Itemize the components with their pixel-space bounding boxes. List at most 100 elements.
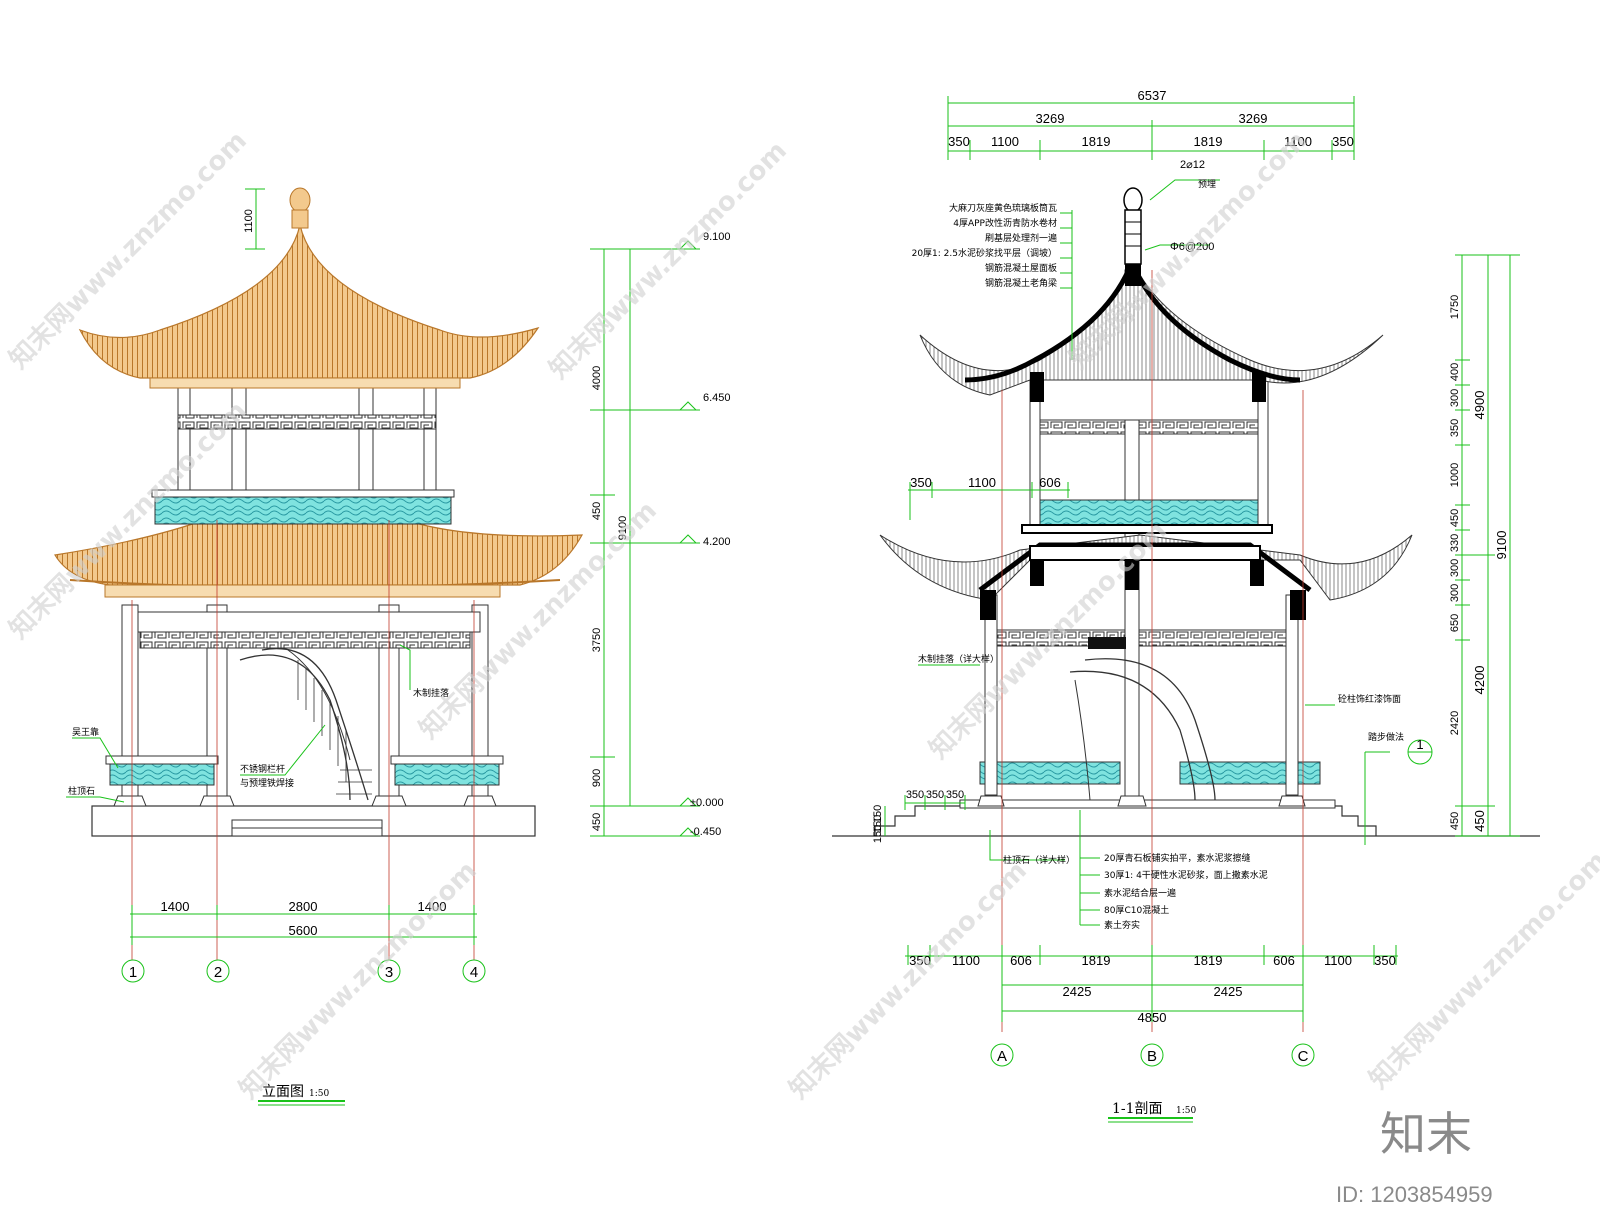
step-h-3: 150	[872, 825, 884, 843]
sec-r-dim-2: 400	[1449, 363, 1461, 381]
level-ground: -0.450	[690, 826, 721, 838]
elevation-dimensions	[66, 188, 700, 1106]
dim-lower-storey: 3750	[591, 628, 603, 652]
sec-r-dim-9: 300	[1449, 584, 1461, 602]
step-dim-2: 350	[926, 789, 944, 801]
sec-r-group-plinth: 450	[1472, 810, 1487, 832]
roof-note-1: 大麻刀灰座黄色琉璃板筒瓦	[949, 202, 1057, 214]
roof-note-4: 20厚1: 2.5水泥砂浆找平层（调坡）	[912, 247, 1057, 259]
brand-logo: 知末	[1380, 1107, 1472, 1161]
sec-r-dim-6: 450	[1449, 509, 1461, 527]
sec-dim-top-3: 1819	[1082, 134, 1111, 149]
dim-bay-3: 1400	[418, 899, 447, 914]
sec-r-dim-8: 300	[1449, 559, 1461, 577]
sec-b-dim-7: 1100	[1324, 953, 1352, 968]
axis-C: C	[1298, 1048, 1309, 1065]
step-dim-3: 350	[946, 789, 964, 801]
sec-mid-dim-3: 606	[1039, 475, 1061, 490]
roof-note-5: 钢筋混凝土屋面板	[985, 262, 1057, 274]
axis-A: A	[997, 1048, 1007, 1065]
dim-finial: 1100	[243, 209, 255, 233]
note-sec-hanging: 木制挂落（详大样）	[918, 653, 999, 665]
sec-b-half-left: 2425	[1063, 984, 1092, 999]
level-zero: ±0.000	[690, 797, 724, 809]
sec-r-dim-1: 1750	[1449, 295, 1461, 319]
note-railing-weld: 与预埋铁焊接	[240, 777, 294, 789]
sec-b-total: 4850	[1138, 1010, 1167, 1025]
section-drawing	[832, 187, 1540, 1032]
sec-b-dim-8: 350	[1374, 953, 1396, 968]
roof-note-2: 4厚APP改性沥青防水卷材	[953, 217, 1057, 229]
axis-4: 4	[470, 964, 478, 981]
image-id: ID: 1203854959	[1336, 1182, 1493, 1207]
sec-r-group-upper: 4900	[1472, 391, 1487, 420]
floor-note-2: 30厚1: 4干硬性水泥砂浆，面上撒素水泥	[1104, 869, 1268, 881]
dim-upper-roof: 4000	[591, 366, 603, 390]
elevation-labels: 1100 4000 450 3750 900 450 9100 9.100 6.…	[68, 209, 731, 1100]
sec-dim-top-6: 350	[1332, 134, 1354, 149]
note-bench: 吴王靠	[72, 726, 99, 738]
sec-b-dim-3: 606	[1010, 953, 1032, 968]
sec-r-dim-12: 450	[1449, 812, 1461, 830]
dim-bay-2: 2800	[289, 899, 318, 914]
dim-total-height: 9100	[617, 516, 629, 540]
sec-mid-dim-2: 1100	[968, 475, 996, 490]
note-tie: Φ6@200	[1170, 241, 1214, 253]
watermark-9: 知末网www.znzmo.com	[1364, 846, 1600, 1095]
sec-b-dim-5: 1819	[1194, 953, 1223, 968]
note-embed: 预埋	[1198, 179, 1216, 190]
sec-dim-total: 6537	[1138, 88, 1167, 103]
sec-b-dim-6: 606	[1273, 953, 1295, 968]
roof-note-3: 刷基层处理剂一遍	[985, 232, 1057, 244]
dim-rail: 900	[591, 769, 603, 787]
sec-dim-half-left: 3269	[1036, 111, 1065, 126]
sec-dim-top-4: 1819	[1194, 134, 1223, 149]
dim-bay-1: 1400	[161, 899, 190, 914]
floor-note-1: 20厚青石板铺实拍平，素水泥浆擦缝	[1104, 852, 1250, 864]
note-sec-column: 砼柱饰红漆饰面	[1338, 693, 1401, 705]
note-sec-step: 踏步做法	[1368, 731, 1404, 743]
sec-b-dim-2: 1100	[952, 953, 980, 968]
axis-3: 3	[385, 964, 393, 981]
floor-note-3: 素水泥结合层一遍	[1104, 887, 1176, 899]
note-rebar: 2⌀12	[1180, 159, 1205, 171]
elevation-drawing	[54, 187, 584, 960]
note-wood-hanging: 木制挂落	[413, 687, 449, 699]
section-title: 1-1剖面	[1112, 1101, 1163, 1117]
elevation-scale: 1:50	[309, 1089, 329, 1099]
sec-dim-top-1: 350	[948, 134, 970, 149]
dim-balcony: 450	[591, 502, 603, 520]
sec-r-dim-4: 350	[1449, 419, 1461, 437]
sec-r-total: 9100	[1494, 531, 1509, 560]
level-upper-eave: 6.450	[703, 392, 731, 404]
roof-note-6: 钢筋混凝土老角梁	[985, 277, 1057, 289]
sec-r-dim-10: 650	[1449, 614, 1461, 632]
note-column-base: 柱顶石	[68, 785, 95, 797]
sec-r-dim-5: 1000	[1449, 463, 1461, 487]
floor-note-5: 素土夯实	[1104, 919, 1140, 931]
section-dimensions	[884, 96, 1520, 1123]
watermark-3: 知末网www.znzmo.com	[544, 136, 793, 385]
dim-plinth: 450	[591, 813, 603, 831]
axis-2: 2	[214, 964, 222, 981]
sec-r-dim-7: 330	[1449, 534, 1461, 552]
floor-note-4: 80厚C10混凝土	[1104, 904, 1169, 916]
sec-r-dim-11: 2420	[1449, 711, 1461, 735]
sec-r-group-lower: 4200	[1472, 666, 1487, 695]
note-sec-base: 柱顶石（详大样）	[1003, 854, 1075, 866]
sec-dim-top-2: 1100	[991, 134, 1019, 149]
note-railing: 不锈钢栏杆	[240, 763, 285, 775]
sec-r-dim-3: 300	[1449, 389, 1461, 407]
sec-b-dim-4: 1819	[1082, 953, 1111, 968]
watermark-5: 知末网www.znzmo.com	[234, 856, 483, 1105]
level-floor-2: 4.200	[703, 536, 731, 548]
level-top: 9.100	[703, 231, 731, 243]
axis-1: 1	[129, 964, 137, 981]
upper-roof	[78, 224, 540, 379]
axis-B: B	[1147, 1048, 1157, 1065]
lower-roof	[54, 517, 584, 586]
step-dim-1: 350	[906, 789, 924, 801]
section-scale: 1:50	[1176, 1106, 1196, 1116]
sec-dim-half-right: 3269	[1239, 111, 1268, 126]
